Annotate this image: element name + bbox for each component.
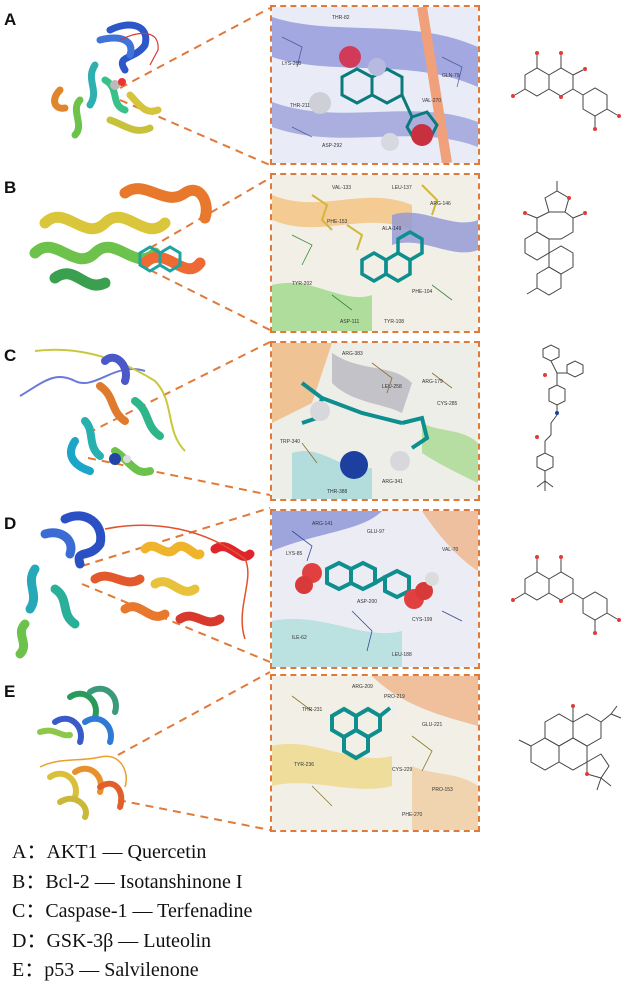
residue-label: PHE-153 — [327, 219, 348, 225]
residue-label: GLN-79 — [442, 73, 460, 79]
panel-label-b: B — [4, 178, 17, 197]
residue-label: VAL-270 — [422, 98, 441, 104]
residue-label: PRO-153 — [432, 787, 453, 793]
protein-structure-p53 — [30, 677, 180, 827]
residue-label: ARG-141 — [312, 521, 333, 527]
residue-label: ARG-341 — [382, 479, 403, 485]
residue-label: ASP-111 — [340, 319, 359, 325]
residue-label: CYS-285 — [437, 401, 458, 407]
residue-label: LEU-258 — [382, 384, 402, 390]
residue-label: ARG-383 — [342, 351, 363, 357]
residue-label: THR-231 — [302, 707, 323, 713]
residue-label: CYS-199 — [412, 617, 433, 623]
panel-d: D — [0, 504, 638, 672]
residue-label: PHE-270 — [402, 812, 423, 818]
panel-e: E — [0, 672, 638, 834]
binding-site-zoom-c: ARG-383 LEU-258 CYS-285 TRP-340 ARG-341 … — [270, 341, 480, 501]
binding-site-zoom-e: ARG-209 PRO-219 THR-231 TYR-236 GLU-221 … — [270, 674, 480, 832]
residue-label: ASP-292 — [322, 143, 342, 149]
legend-item-e: E：p53 — Salvilenone — [12, 959, 199, 981]
legend-item-c: C：Caspase-1 — Terfenadine — [12, 900, 253, 922]
residue-label: ASP-200 — [357, 599, 377, 605]
residue-label: THR-388 — [327, 489, 348, 495]
panel-label-d: D — [4, 514, 17, 533]
residue-label: LEU-188 — [392, 652, 412, 658]
figure-legend: A：AKT1 — Quercetin B：Bcl-2 — Isotanshino… — [12, 838, 612, 986]
residue-label: VAL-133 — [332, 185, 351, 191]
residue-label: TYR-236 — [294, 762, 314, 768]
panel-label-c: C — [4, 346, 17, 365]
residue-label: TYR-202 — [292, 281, 312, 287]
residue-label: ARG-179 — [422, 379, 443, 385]
residue-label: ARG-209 — [352, 684, 373, 690]
protein-structure-gsk3b — [5, 509, 260, 664]
binding-site-zoom-d: ARG-141 GLU-97 LYS-85 ASP-200 CYS-199 IL… — [270, 509, 480, 669]
residue-label: CYS-229 — [392, 767, 413, 773]
panel-a: A — [0, 0, 638, 168]
ligand-structure-salvilenone — [485, 682, 635, 827]
ligand-structure-terfenadine — [485, 341, 635, 501]
ligand-structure-quercetin — [485, 15, 635, 155]
residue-label: THR-211 — [290, 103, 310, 109]
panel-b: B — [0, 168, 638, 336]
ligand-structure-luteolin — [485, 519, 635, 659]
residue-label: LYS-268 — [282, 61, 301, 67]
residue-label: ARG-146 — [430, 201, 451, 207]
residue-label: ALA-149 — [382, 226, 402, 232]
residue-label: LEU-137 — [392, 185, 412, 191]
protein-structure-caspase1 — [15, 341, 205, 501]
binding-site-zoom-b: VAL-133 LEU-137 ARG-146 PHE-153 ALA-149 … — [270, 173, 480, 333]
residue-label: THR-82 — [332, 15, 350, 21]
panel-label-a: A — [4, 10, 17, 29]
residue-label: TRP-340 — [280, 439, 300, 445]
residue-label: GLU-97 — [367, 529, 385, 535]
residue-label: ILE-62 — [292, 635, 307, 641]
panel-c: C — [0, 336, 638, 504]
residue-label: PRO-219 — [384, 694, 405, 700]
residue-label: LYS-85 — [286, 551, 303, 557]
legend-item-d: D：GSK-3β — Luteolin — [12, 929, 212, 952]
legend-item-b: B：Bcl-2 — Isotanshinone I — [12, 870, 243, 893]
residue-label: VAL-70 — [442, 547, 459, 553]
binding-site-zoom-a: THR-82 GLN-79 LYS-268 THR-211 VAL-270 AS… — [270, 5, 480, 165]
legend-item-a: A：AKT1 — Quercetin — [12, 841, 207, 863]
residue-label: PHE-104 — [412, 289, 433, 295]
residue-label: TYR-108 — [384, 319, 404, 325]
protein-structure-akt1 — [40, 10, 190, 160]
residue-label: GLU-221 — [422, 722, 443, 728]
ligand-structure-isotanshinone — [485, 178, 635, 323]
panel-label-e: E — [4, 682, 16, 701]
protein-structure-bcl2 — [25, 173, 215, 313]
